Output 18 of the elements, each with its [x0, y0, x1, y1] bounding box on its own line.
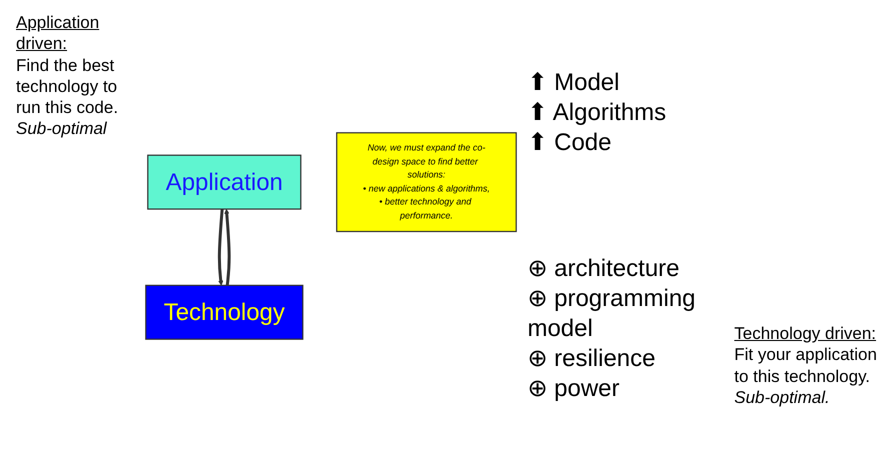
- note-text: Sub-optimal.: [734, 386, 831, 408]
- note-text: Find the best technology to run this code.: [16, 54, 120, 118]
- node-box: Now, we must expand the co-design space to find better solutions: • new applications & algorithms, • better technology and performance.: [336, 132, 518, 232]
- node-box: Technology: [146, 284, 304, 340]
- node-box: Application: [148, 154, 302, 210]
- note-text: Fit your application to this technology.: [734, 344, 878, 387]
- list-item: ⊕ power: [527, 374, 620, 404]
- arrow: [218, 208, 224, 286]
- list-item: ⬆ Algorithms: [527, 98, 668, 128]
- list-item: ⊕ resilience: [527, 344, 656, 374]
- note-text: Sub-optimal: [16, 118, 108, 140]
- list-item: ⬆ Code: [527, 128, 612, 158]
- heading: Application driven:: [16, 12, 100, 54]
- heading: Technology driven:: [734, 323, 878, 344]
- list-item: ⊕ architecture: [527, 254, 681, 284]
- list-item: ⬆ Model: [527, 68, 620, 98]
- list-item: ⊕ programming model: [527, 284, 697, 344]
- arrow: [224, 208, 232, 286]
